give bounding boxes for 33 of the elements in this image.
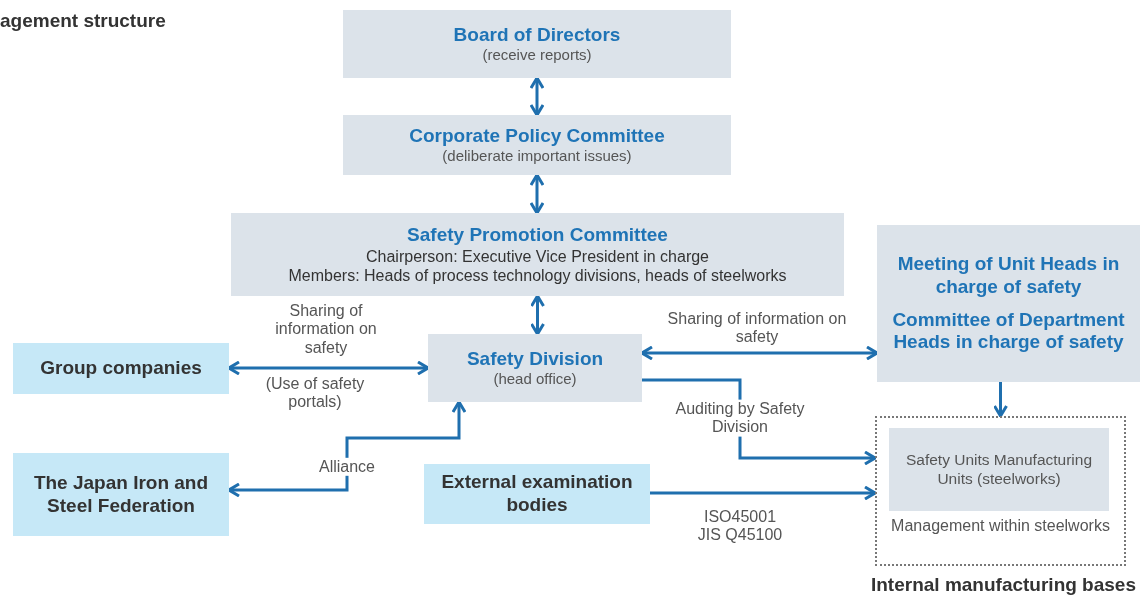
node-title: External examination bodies (440, 471, 634, 517)
node-title: The Japan Iron and Steel Federation (32, 471, 210, 518)
process-box (343, 115, 731, 175)
node-subtitle: Chairperson: Executive Vice President in charge (365, 246, 710, 266)
region-title: Internal manufacturing bases (870, 574, 1137, 595)
entity-box (13, 343, 229, 394)
node-subtitle: Committee of Department Heads in charge of safety (891, 308, 1126, 355)
process-box (231, 213, 844, 296)
diagram-title: agement structure (0, 10, 166, 32)
node-title: Group companies (39, 357, 203, 380)
node-title: Safety Division (465, 347, 605, 371)
entity-box (13, 453, 229, 536)
arrow (529, 76, 545, 117)
entity-box (424, 464, 650, 524)
process-box (428, 334, 642, 402)
process-box (343, 10, 731, 78)
node-title: Safety Promotion Committee (406, 223, 669, 247)
node-subtitle: (receive reports) (481, 46, 593, 65)
node-title: Meeting of Unit Heads in charge of safety (896, 252, 1121, 299)
arrow (642, 378, 877, 466)
node-subtitle: (deliberate important issues) (441, 147, 633, 166)
arrow (529, 173, 545, 215)
arrow (530, 294, 545, 336)
arrow (993, 382, 1008, 418)
node-title: Safety Units Manufacturing Units (steelworks) (904, 450, 1094, 489)
node-subtitle: Members: Heads of process technology divisions, heads of steelworks (287, 265, 788, 286)
node-title: Corporate Policy Committee (408, 124, 666, 148)
arrow (650, 485, 877, 501)
process-box (877, 225, 1140, 382)
node-title: Board of Directors (452, 23, 622, 47)
unit-box (889, 428, 1109, 511)
region-note: Management within steelworks (890, 516, 1111, 536)
node-subtitle: (head office) (492, 370, 578, 389)
